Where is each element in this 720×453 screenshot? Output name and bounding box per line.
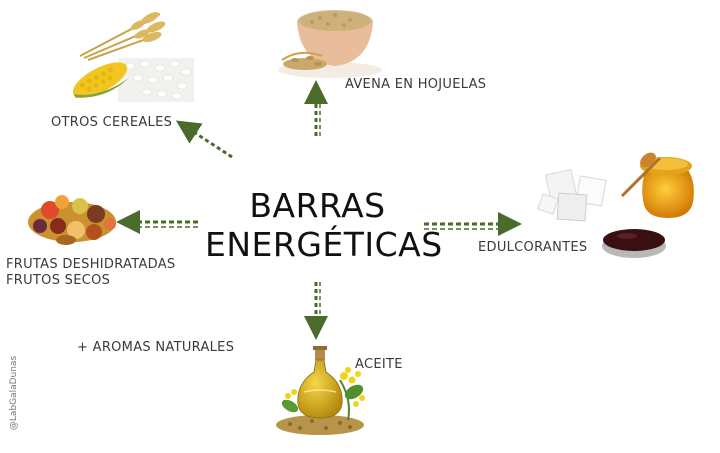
sugar-honey-syrup-icon xyxy=(537,152,694,258)
label-aromas-naturales: + AROMAS NATURALES xyxy=(77,340,235,355)
main-title-line-2: ENERGÉTICAS xyxy=(205,225,443,264)
arrow-to-avena xyxy=(304,80,328,136)
label-edulcorantes: EDULCORANTES xyxy=(478,240,588,255)
watermark: @LabGalaDunas xyxy=(9,355,19,431)
label-avena: AVENA EN HOJUELAS xyxy=(345,77,487,92)
arrow-to-cereales xyxy=(175,120,233,159)
arrow-to-edulcorantes xyxy=(424,212,522,236)
label-frutos-secos: FRUTOS SECOS xyxy=(6,273,111,288)
oats-bowl-icon xyxy=(278,10,382,78)
dried-fruits-icon xyxy=(28,195,116,245)
arrow-to-aceite xyxy=(304,282,328,340)
label-frutas-deshidratadas: FRUTAS DESHIDRATADAS xyxy=(6,257,176,272)
label-otros-cereales: OTROS CEREALES xyxy=(51,115,173,130)
oil-bottle-icon xyxy=(276,346,365,435)
wheat-corn-rice-icon xyxy=(72,12,194,102)
label-aceite: ACEITE xyxy=(355,357,403,372)
arrow-to-frutas xyxy=(116,210,198,234)
main-title-line-1: BARRAS xyxy=(249,186,386,225)
main-title: BARRAS ENERGÉTICAS xyxy=(205,186,443,264)
